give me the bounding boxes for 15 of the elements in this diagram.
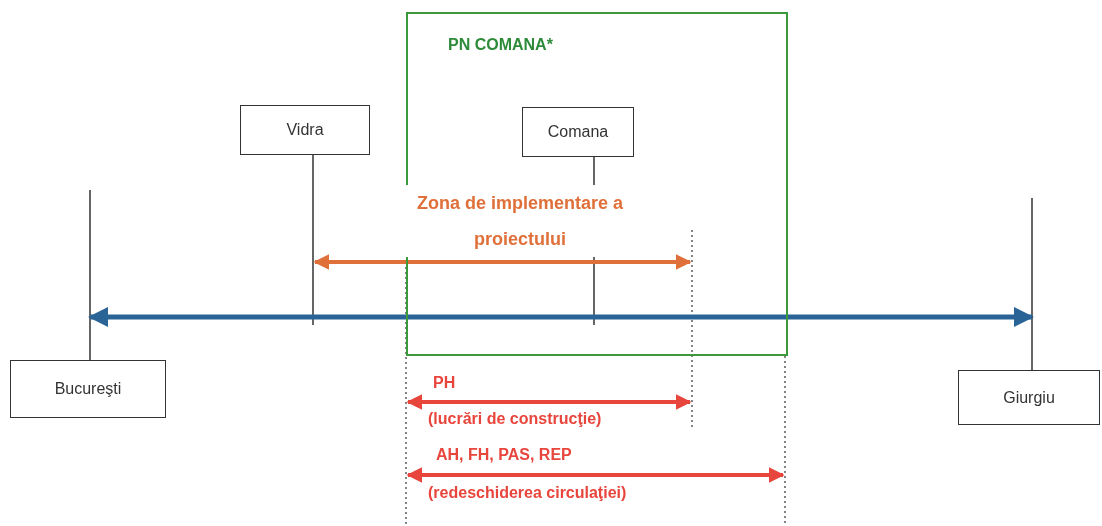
zone-heading: PN COMANA* — [448, 36, 553, 54]
annotation-text: AH, FH, PAS, REP — [436, 446, 572, 464]
annotation-text: PH — [433, 374, 456, 392]
route-arrow — [88, 307, 1034, 327]
station-name: Giurgiu — [1003, 388, 1055, 407]
station-name: Bucureşti — [54, 380, 122, 398]
station-box — [522, 107, 634, 157]
station-box — [10, 360, 166, 418]
annotation-text: (lucrări de construcţie) — [428, 410, 602, 428]
annotation-text: (redeschiderea circulaţiei) — [428, 484, 627, 502]
station-name: Comana — [547, 123, 609, 141]
station-box — [240, 105, 370, 155]
zone-frame — [406, 12, 788, 356]
station-box — [958, 370, 1100, 425]
station-name: Vidra — [286, 121, 324, 139]
